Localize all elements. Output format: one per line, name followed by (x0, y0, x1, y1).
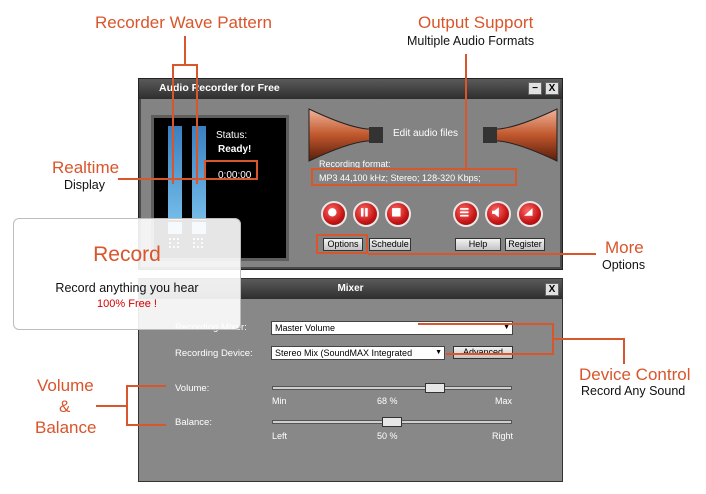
stop-icon (392, 208, 401, 217)
wave-meter-right (192, 126, 206, 220)
eject-button[interactable] (517, 201, 543, 227)
wave-meter-left (168, 126, 182, 220)
record-card-free: 100% Free ! (97, 298, 157, 310)
annotation-connector (552, 338, 624, 340)
format-value[interactable]: MP3 44,100 kHz; Stereo; 128-320 Kbps; (319, 173, 481, 183)
status-label: Status: (216, 130, 248, 141)
balance-value: 50 % (377, 431, 398, 441)
close-button[interactable]: X (545, 82, 559, 95)
balance-left-label: Left (272, 431, 288, 441)
annotation-connector (126, 385, 128, 425)
recording-device-select[interactable]: Stereo Mix (SoundMAX Integrated ▼ (271, 346, 445, 360)
volume-label: Volume: (175, 383, 210, 394)
annotation-more-sub: Options (602, 258, 646, 272)
balance-right-label: Right (492, 431, 514, 441)
annotation-realtime-sub: Display (64, 178, 105, 192)
edit-audio-files-link[interactable]: Edit audio files (393, 128, 459, 139)
volume-slider-track[interactable] (272, 386, 512, 390)
annotation-format-highlight (311, 168, 517, 186)
recording-mixer-value: Master Volume (275, 323, 336, 333)
annotation-options-highlight (316, 234, 368, 254)
annotation-time-highlight (204, 160, 258, 180)
annotation-connector (368, 253, 596, 255)
recorder-titlebar[interactable]: Audio Recorder for Free − X (139, 79, 562, 99)
annotation-connector (118, 178, 204, 180)
left-horn-icon (308, 108, 383, 162)
annotation-realtime-title: Realtime (52, 158, 120, 177)
schedule-button[interactable]: Schedule (369, 238, 411, 251)
annotation-connector (126, 424, 166, 426)
annotation-volume-line1: Volume (37, 376, 94, 395)
volume-min-label: Min (272, 396, 287, 406)
record-button[interactable] (321, 201, 347, 227)
recording-device-label: Recording Device: (175, 348, 253, 359)
help-button[interactable]: Help (455, 238, 501, 251)
volume-max-label: Max (495, 396, 513, 406)
annotation-output-title: Output Support (418, 13, 534, 32)
recorder-window: Audio Recorder for Free − X Status: Read… (138, 78, 563, 270)
record-info-card: Record Record anything you hear 100% Fre… (13, 218, 241, 330)
right-horn-icon (483, 108, 558, 162)
volume-slider-thumb[interactable] (425, 383, 446, 393)
pause-icon (360, 208, 368, 217)
status-value: Ready! (218, 144, 252, 155)
volume-value: 68 % (377, 396, 398, 406)
annotation-connector (446, 353, 554, 355)
recorder-title: Audio Recorder for Free (159, 82, 280, 94)
annotation-connector (465, 54, 467, 168)
annotation-connector (126, 385, 166, 387)
chevron-down-icon: ▼ (503, 324, 510, 331)
annotation-wave-title: Recorder Wave Pattern (95, 13, 272, 32)
annotation-connector (96, 405, 126, 407)
mixer-title: Mixer (337, 283, 364, 294)
record-icon (328, 208, 337, 217)
annotation-bracket (172, 64, 198, 68)
balance-label: Balance: (175, 417, 212, 428)
annotation-connector (196, 66, 198, 184)
format-label: Recording format: (319, 159, 391, 169)
annotation-volume-line3: Balance (35, 418, 97, 437)
register-button[interactable]: Register (505, 238, 545, 251)
record-card-title: Record (93, 243, 161, 266)
mixer-close-button[interactable]: X (545, 283, 559, 296)
recording-device-value: Stereo Mix (SoundMAX Integrated (275, 348, 413, 358)
list-button[interactable] (453, 201, 479, 227)
minimize-button[interactable]: − (528, 82, 542, 95)
annotation-output-sub: Multiple Audio Formats (407, 34, 535, 48)
annotation-connector (623, 338, 625, 364)
annotation-connector (418, 323, 554, 325)
pause-button[interactable] (353, 201, 379, 227)
annotation-device-title: Device Control (579, 365, 691, 384)
list-icon (460, 208, 469, 217)
options-button[interactable]: Options (323, 238, 363, 251)
volume-button[interactable] (485, 201, 511, 227)
stop-button[interactable] (385, 201, 411, 227)
balance-slider-thumb[interactable] (382, 417, 402, 427)
annotation-connector (184, 36, 186, 66)
chevron-down-icon: ▼ (435, 349, 442, 356)
annotation-volume-line2: & (59, 397, 71, 416)
record-card-sub: Record anything you hear (55, 281, 199, 295)
mixer-titlebar[interactable]: Mixer X (139, 279, 562, 299)
time-readout: 0:00:00 (218, 170, 252, 181)
advanced-button[interactable]: Advanced (453, 346, 513, 359)
speaker-icon (492, 207, 499, 218)
eject-icon (524, 208, 533, 216)
annotation-more-title: More (605, 238, 644, 257)
annotation-connector (172, 66, 174, 184)
annotation-device-sub: Record Any Sound (581, 384, 686, 398)
